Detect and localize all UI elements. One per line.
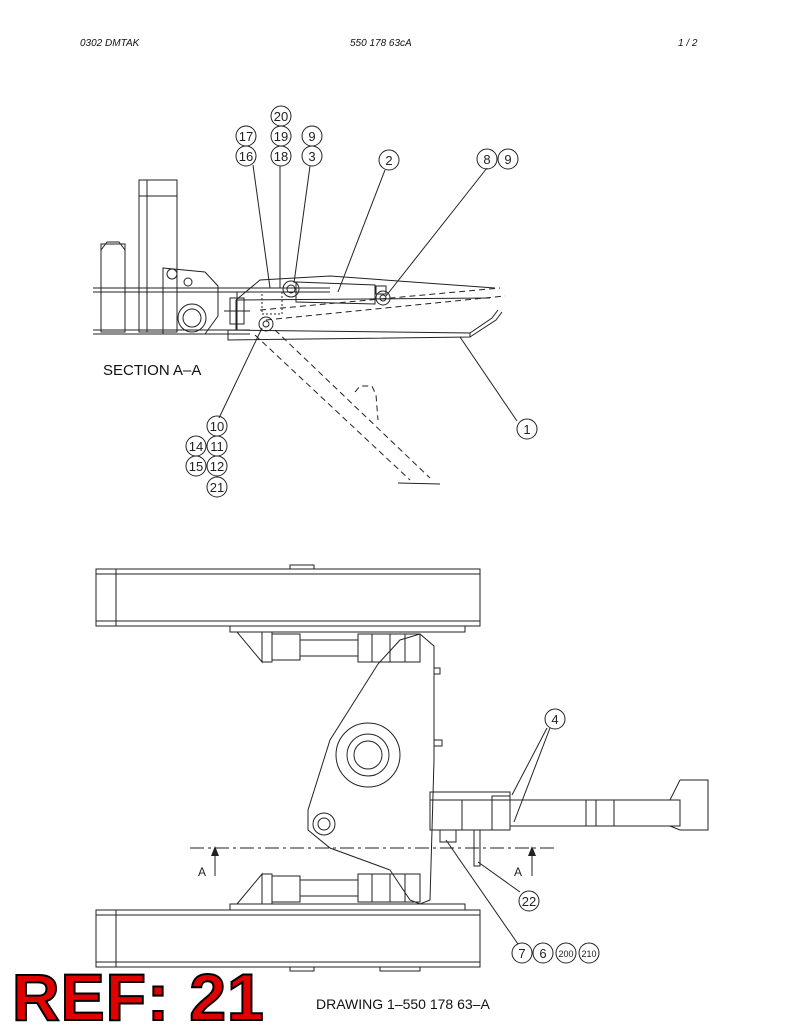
- callout-15: 15: [189, 459, 203, 474]
- callout-22: 22: [522, 894, 536, 909]
- callout-17: 17: [239, 129, 253, 144]
- section-mark-left: A: [198, 865, 206, 879]
- callout-8: 8: [483, 152, 490, 167]
- callout-6: 6: [539, 946, 546, 961]
- header-code: 0302 DMTAK: [80, 38, 140, 49]
- callout-20: 20: [274, 109, 288, 124]
- callout-19: 19: [274, 129, 288, 144]
- callout-10: 10: [210, 419, 224, 434]
- callout-4: 4: [551, 712, 558, 727]
- callout-200: 200: [558, 949, 573, 959]
- callout-12: 12: [210, 459, 224, 474]
- callout-9-top: 9: [308, 129, 315, 144]
- callout-14: 14: [189, 439, 203, 454]
- callout-7: 7: [518, 946, 525, 961]
- section-label: SECTION A–A: [103, 362, 202, 379]
- callout-16: 16: [239, 149, 253, 164]
- ref-badge: REF: 21: [11, 960, 265, 1034]
- drawing-caption: DRAWING 1–550 178 63–A: [316, 996, 490, 1012]
- callout-11: 11: [210, 439, 224, 454]
- callout-21: 21: [210, 480, 224, 495]
- callout-9-right: 9: [504, 152, 511, 167]
- header-part-number: 550 178 63cA: [350, 38, 412, 49]
- callout-1: 1: [523, 422, 530, 437]
- callout-210: 210: [581, 949, 596, 959]
- callout-18: 18: [274, 149, 288, 164]
- header-page-number: 1 / 2: [678, 38, 698, 49]
- section-mark-right: A: [514, 865, 522, 879]
- callout-2: 2: [385, 153, 392, 168]
- callout-3: 3: [308, 149, 315, 164]
